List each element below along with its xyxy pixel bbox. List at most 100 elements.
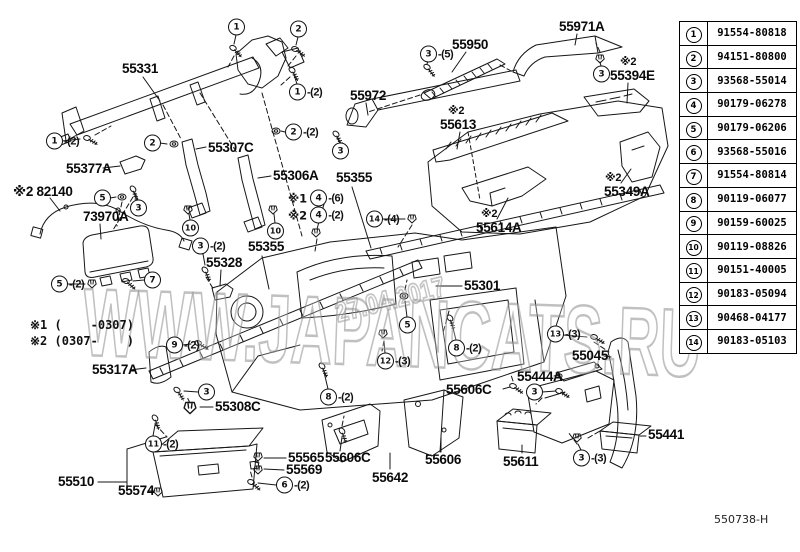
part-label[interactable]: 55441 (648, 427, 685, 442)
callout-circle: 12 (377, 352, 394, 370)
part-number-cell: 90183-05094 (707, 281, 797, 307)
ref-cell: 10 (679, 234, 708, 259)
fastener-callout: 6-(2) (276, 476, 310, 494)
fastener-callout: 3-(3) (573, 449, 607, 467)
callout-circle: 8 (320, 388, 337, 406)
part-label[interactable]: 55444A (517, 369, 563, 384)
fastener-callout: 9-(2) (166, 336, 200, 354)
fastener-callout: 3 (593, 65, 610, 83)
callout-circle: 10 (267, 222, 284, 240)
part-label[interactable]: 55355 (248, 239, 285, 254)
part-label[interactable]: 55349A (604, 184, 650, 199)
callout-circle: 1 (228, 18, 245, 36)
production-period-legend: ※1 ( -0307) ※2 (0307- ) (30, 317, 134, 349)
part-number-cell: 93568-55014 (707, 68, 797, 94)
ref-cell: 7 (679, 163, 708, 188)
callout-circle: 2 (290, 20, 307, 38)
part-label[interactable]: 55611 (503, 454, 539, 469)
part-label[interactable]: ※2 82140 (13, 184, 73, 199)
callout-circle: 3 (526, 383, 543, 401)
ref-number-circle: 8 (685, 192, 702, 209)
part-label[interactable]: 55569 (286, 462, 323, 477)
part-label[interactable]: 55307C (208, 140, 254, 155)
part-label[interactable]: 55613 (440, 117, 477, 132)
callout-circle: 3 (198, 383, 215, 401)
part-label[interactable]: 55331 (122, 61, 159, 76)
callout-circle: 2 (285, 123, 302, 141)
ref-cell: 13 (679, 305, 708, 330)
callout-quantity: -(2) (303, 126, 319, 138)
ref-number-circle: 3 (685, 74, 702, 91)
part-label[interactable]: 55301 (464, 278, 501, 293)
part-number-cell: 90119-08826 (707, 234, 797, 259)
ref-number-circle: 4 (685, 97, 702, 114)
fastener-callout: 1-(2) (46, 132, 80, 150)
part-label[interactable]: 55328 (206, 255, 243, 270)
ref-number-circle: 5 (685, 121, 702, 138)
part-label[interactable]: ※2 (620, 56, 637, 68)
drawing-number: 550738-H (714, 513, 769, 526)
part-label[interactable]: 55614A (476, 220, 522, 235)
part-number-cell: 94151-80800 (707, 44, 797, 70)
part-number-cell: 91554-80818 (707, 21, 797, 46)
part-label[interactable]: 55565 (288, 450, 325, 465)
part-label[interactable]: 55971A (559, 19, 605, 34)
fastener-callout: 1 (228, 18, 245, 36)
callout-quantity: -(2) (338, 391, 354, 403)
callout-quantity: -(2) (210, 240, 226, 252)
fastener-callout: 1-(2) (289, 83, 323, 101)
callout-quantity: -(2) (294, 479, 310, 491)
part-label[interactable]: 55606C (325, 450, 371, 465)
fastener-callout: 5 (399, 316, 416, 334)
fastener-callout: 13-(3) (547, 325, 581, 343)
part-number-cell: 91554-80814 (707, 163, 797, 188)
callout-prefix: ※1 (288, 191, 308, 205)
part-label[interactable]: 73970A (83, 209, 129, 224)
part-label[interactable]: ※2 (448, 105, 465, 117)
part-label[interactable]: 55355 (336, 170, 373, 185)
part-label[interactable]: 55308C (215, 399, 261, 414)
part-label[interactable]: 55317A (92, 362, 138, 377)
part-label[interactable]: 55950 (452, 37, 489, 52)
part-label[interactable]: ※2 (605, 172, 622, 184)
part-label[interactable]: 55394E (610, 68, 655, 83)
callout-circle: 1 (46, 132, 63, 150)
callout-circle: 10 (182, 219, 199, 237)
part-label[interactable]: 55972 (350, 88, 387, 103)
part-label[interactable]: ※2 (481, 208, 498, 220)
parts-table-row[interactable]: 3 93568-55014 (679, 68, 797, 94)
part-label[interactable]: 55045 (572, 348, 609, 363)
part-label[interactable]: 55574 (118, 483, 155, 498)
part-label[interactable]: 55377A (66, 161, 112, 176)
callout-circle: 3 (130, 199, 147, 217)
callout-circle: 2 (144, 134, 161, 152)
callout-circle: 3 (332, 142, 349, 160)
part-label[interactable]: 55606 (425, 452, 462, 467)
part-label[interactable]: 55306A (273, 168, 319, 183)
fastener-callout: 3-(2) (192, 237, 226, 255)
part-number-cell: 90183-05103 (707, 328, 797, 354)
ref-number-circle: 11 (685, 263, 702, 280)
part-label[interactable]: 55606C (446, 382, 492, 397)
fastener-callout: 5 (94, 189, 111, 207)
part-label[interactable]: 55642 (372, 470, 409, 485)
fastener-callout: 2 (144, 134, 161, 152)
part-label[interactable]: 55510 (58, 474, 95, 489)
